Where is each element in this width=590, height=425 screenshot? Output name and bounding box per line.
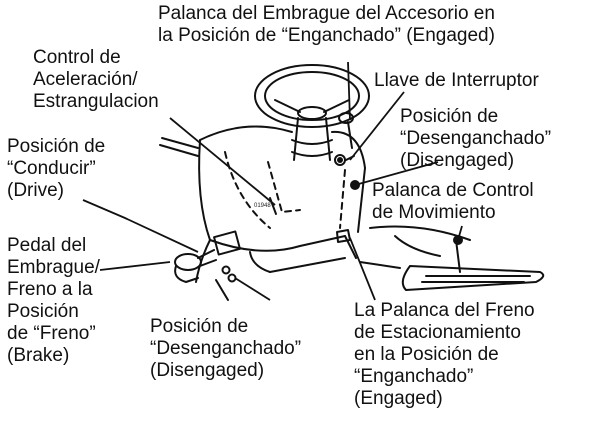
label-ignition-key: Llave de Interruptor [374, 70, 539, 91]
lever-knobs [337, 157, 463, 245]
label-accessory-clutch: Palanca del Embrague del Accesorio en la… [158, 3, 495, 46]
label-disengaged-top: Posición de “Desenganchado” (Disengaged) [400, 106, 552, 171]
label-drive-position: Posición de “Conducir” (Drive) [7, 136, 106, 201]
label-throttle-control: Control de Aceleración/ Estrangulacion [33, 47, 159, 112]
label-parking-brake: La Palanca del Freno de Estacionamiento … [354, 300, 535, 409]
accessory-clutch-lever [338, 112, 354, 149]
steering-column [291, 117, 333, 161]
leader-lines [82, 61, 463, 301]
clutch-brake-pedal [174, 230, 241, 301]
foot-platform [401, 265, 545, 291]
throttle-handle [159, 137, 199, 157]
motion-control-lever [455, 239, 461, 273]
figure-code: 01948 [254, 203, 271, 209]
label-motion-control-lever: Palanca de Control de Movimiento [372, 180, 534, 223]
steering-wheel [254, 64, 370, 128]
dash-console [198, 125, 366, 252]
label-disengaged-bottom: Posición de “Desenganchado” (Disengaged) [150, 316, 302, 381]
label-clutch-brake-pedal: Pedal del Embrague/ Freno a la Posición … [7, 235, 100, 366]
